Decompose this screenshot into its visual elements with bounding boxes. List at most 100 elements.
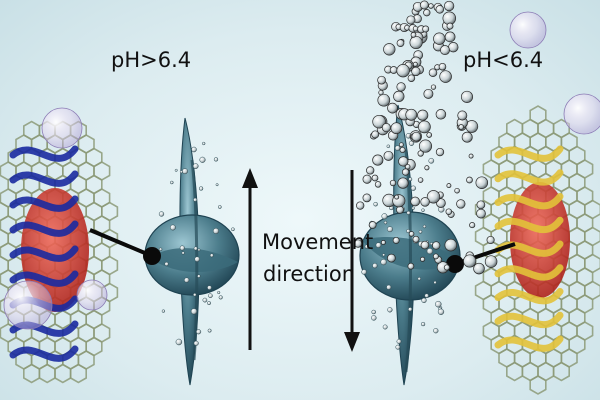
surface-bubble [215, 183, 219, 187]
surface-bubble [193, 197, 198, 202]
gas-bubble [368, 221, 377, 229]
gas-bubble [396, 82, 406, 92]
strand [9, 195, 79, 212]
right-motor-anchor-dot [446, 255, 464, 273]
surface-bubble [422, 224, 427, 229]
surface-bubble [371, 315, 377, 321]
surface-bubble [193, 293, 197, 297]
gas-bubble [406, 15, 416, 25]
gas-bubble [411, 131, 422, 142]
gas-bubble [468, 153, 474, 159]
surface-bubble [418, 229, 423, 234]
left-micromotor [143, 117, 240, 386]
gas-bubble [396, 64, 410, 78]
surface-bubble [181, 251, 185, 255]
surface-bubble [410, 185, 417, 191]
gas-bubble [423, 9, 431, 17]
gas-bubble [461, 131, 473, 143]
surface-bubble [408, 177, 413, 182]
gas-bubble [366, 166, 375, 175]
gas-bubble [476, 200, 486, 210]
surface-bubble [213, 157, 219, 162]
strand [494, 335, 564, 352]
gas-bubble [454, 187, 460, 194]
surface-bubble [217, 290, 221, 295]
strand [9, 270, 79, 287]
gas-bubble [399, 146, 406, 154]
gas-bubble [383, 150, 394, 161]
framework-hexagon [505, 361, 524, 382]
right-large-bubbles [509, 11, 600, 135]
ph-above-label: pH>6.4 [111, 48, 192, 72]
surface-bubble [411, 206, 415, 210]
gas-bubble [428, 3, 434, 9]
gas-bubble [378, 89, 384, 96]
surface-bubble [433, 280, 437, 285]
gas-bubble [419, 0, 429, 10]
surface-bubble [193, 340, 199, 346]
arrow-up-icon [242, 168, 258, 350]
gas-bubble [412, 235, 420, 243]
surface-bubble [218, 295, 223, 300]
strand [494, 288, 564, 305]
gas-bubble [448, 42, 459, 53]
surface-bubble [408, 307, 413, 312]
framework-hexagon [22, 363, 41, 384]
surface-bubble [375, 242, 382, 249]
surface-bubble [420, 321, 426, 327]
gas-bubble [404, 163, 411, 170]
surface-bubble [193, 246, 198, 251]
left-nanocarrier-cluster [0, 107, 119, 384]
gas-bubble [389, 66, 398, 74]
gas-bubble [396, 39, 405, 47]
surface-bubble [383, 220, 388, 225]
surface-bubble [231, 227, 235, 232]
strand [494, 145, 564, 162]
strand [494, 193, 564, 210]
surface-bubble [164, 261, 169, 267]
surface-bubble [380, 258, 387, 266]
surface-bubble [207, 328, 212, 333]
surface-bubble [194, 256, 200, 262]
large-bubble [76, 279, 108, 311]
gas-bubble [387, 253, 396, 263]
gas-bubble [377, 93, 391, 107]
right-nanocarrier-cluster [474, 11, 600, 395]
gas-bubble [417, 177, 424, 183]
gas-bubble [446, 22, 454, 30]
gas-bubble [418, 139, 433, 153]
right-yellow-strands [494, 145, 564, 352]
gas-bubble [374, 181, 382, 188]
strand [9, 345, 79, 362]
gas-bubble [394, 194, 400, 200]
strand [494, 264, 564, 281]
surface-bubble [198, 186, 204, 191]
surface-bubble [361, 269, 367, 275]
gas-bubble [372, 154, 384, 166]
gas-bubble [420, 256, 426, 262]
gas-bubble [353, 239, 363, 248]
surface-bubble [417, 277, 422, 281]
surface-bubble [372, 263, 378, 269]
surface-bubble [179, 170, 183, 174]
gas-bubble [486, 235, 495, 245]
gas-bubble [443, 0, 455, 12]
surface-bubble [373, 201, 378, 207]
gas-bubble [457, 110, 468, 121]
surface-bubble [421, 208, 425, 212]
surface-bubble [212, 227, 220, 235]
gas-bubble [438, 62, 447, 71]
gas-bubble [458, 124, 465, 130]
surface-bubble [394, 145, 401, 151]
gas-bubble [423, 88, 434, 99]
gas-bubble [371, 130, 380, 139]
surface-bubble [196, 329, 202, 335]
surface-bubble [433, 328, 439, 334]
surface-bubble [382, 253, 386, 257]
surface-bubble [428, 157, 435, 164]
left-motor-anchor-dot [143, 247, 161, 265]
surface-bubble [406, 229, 411, 234]
surface-bubble [395, 344, 401, 350]
gas-bubble [446, 183, 452, 189]
